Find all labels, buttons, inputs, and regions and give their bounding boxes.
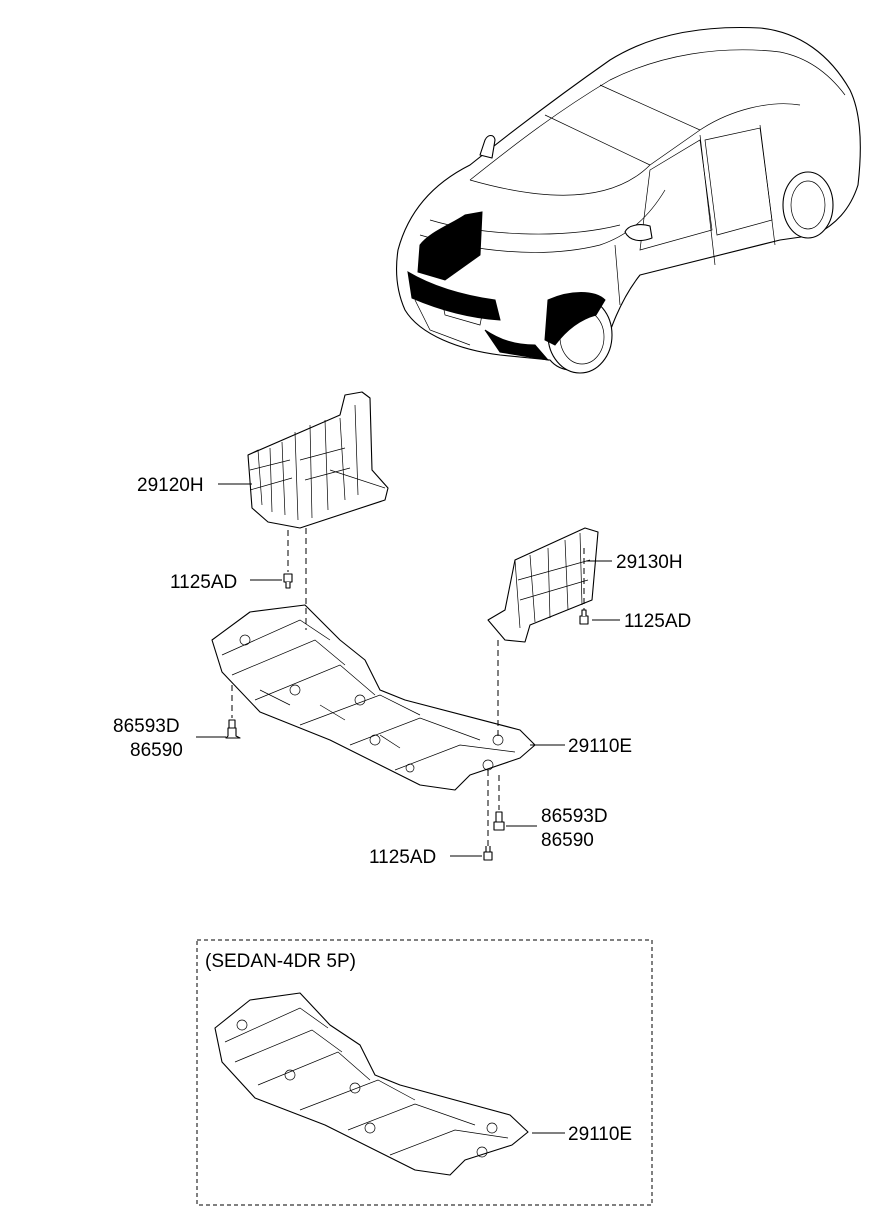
clip-left [225, 719, 241, 739]
alignment-lines [231, 528, 585, 846]
cover-29120h [247, 391, 389, 529]
bolt-lower [483, 846, 493, 861]
leader-lines [196, 483, 620, 1134]
label-clip-left-b: 86590 [130, 740, 183, 761]
label-bolt-upper-left: 1125AD [170, 572, 237, 593]
label-clip-left-a: 86593D [113, 716, 180, 737]
label-29120h: 29120H [137, 475, 204, 496]
label-variant-cover: 29110E [568, 1124, 632, 1145]
under-cover-main [211, 604, 536, 791]
under-cover-variant [214, 992, 529, 1176]
bolt-upper-left [283, 573, 293, 589]
variant-title: (SEDAN-4DR 5P) [205, 951, 356, 972]
clip-lower [493, 811, 505, 831]
label-bolt-right: 1125AD [624, 611, 691, 632]
car-illustration [395, 26, 861, 374]
label-29130h: 29130H [616, 552, 683, 573]
label-clip-lower-b: 86590 [541, 830, 594, 851]
label-main-cover: 29110E [568, 736, 632, 757]
label-bolt-lower: 1125AD [369, 847, 436, 868]
label-clip-lower-a: 86593D [541, 806, 608, 827]
cover-29130h [487, 527, 599, 643]
bolt-right [579, 609, 589, 625]
variant-box [196, 939, 653, 1206]
